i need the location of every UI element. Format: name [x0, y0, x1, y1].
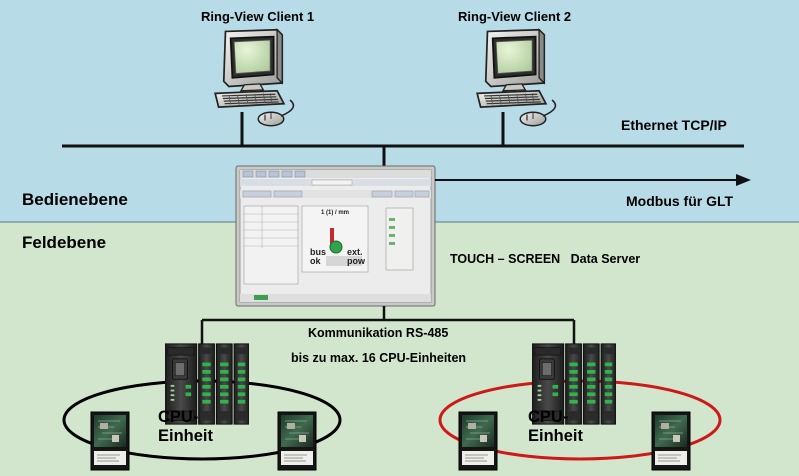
rs485-label: Kommunikation RS-485 [308, 326, 449, 340]
field-device [277, 411, 317, 471]
capacity-label: bis zu max. 16 CPU-Einheiten [291, 351, 467, 365]
control-level-label: Bedienebene [22, 190, 128, 209]
client-2-label: Ring-View Client 2 [458, 9, 572, 24]
status-power-line2: pow [347, 256, 365, 266]
computer-icon [476, 28, 547, 108]
touch-screen-label: TOUCH – SCREEN Data Server [450, 252, 640, 266]
mouse-icon [519, 111, 547, 127]
client-1-label: Ring-View Client 1 [201, 9, 315, 24]
cpu-left-line2: Einheit [158, 427, 214, 445]
status-power-line1: ext. [347, 247, 363, 257]
mouse-cable [280, 99, 295, 117]
field-level-label: Feldebene [22, 233, 107, 252]
field-device [458, 411, 498, 471]
screen-ring-title: 1 (1) / mm [321, 210, 350, 216]
mouse-icon [257, 111, 285, 127]
data-server-title: Data Server [570, 252, 641, 266]
computer-icon [214, 28, 285, 108]
touch-screen-server [235, 165, 436, 307]
touch-screen-title: TOUCH – SCREEN [450, 252, 561, 266]
cpu-unit-label-left: CPU-Einheit [158, 408, 213, 446]
cpu-right-line1: CPU- [528, 408, 569, 426]
modbus-arrowhead [736, 174, 751, 186]
cpu-left-line1: CPU- [158, 408, 199, 426]
mouse-cable [542, 99, 557, 117]
modbus-label: Modbus für GLT [626, 193, 734, 209]
field-device [651, 411, 691, 471]
field-device [90, 411, 130, 471]
status-bus-line1: bus [310, 247, 327, 257]
cpu-unit-label-right: CPU-Einheit [528, 408, 583, 446]
status-bus-line2: ok [310, 256, 321, 266]
cpu-right-line2: Einheit [528, 427, 584, 445]
screen-status-power: ext.pow [347, 248, 365, 266]
ethernet-label: Ethernet TCP/IP [621, 117, 727, 133]
